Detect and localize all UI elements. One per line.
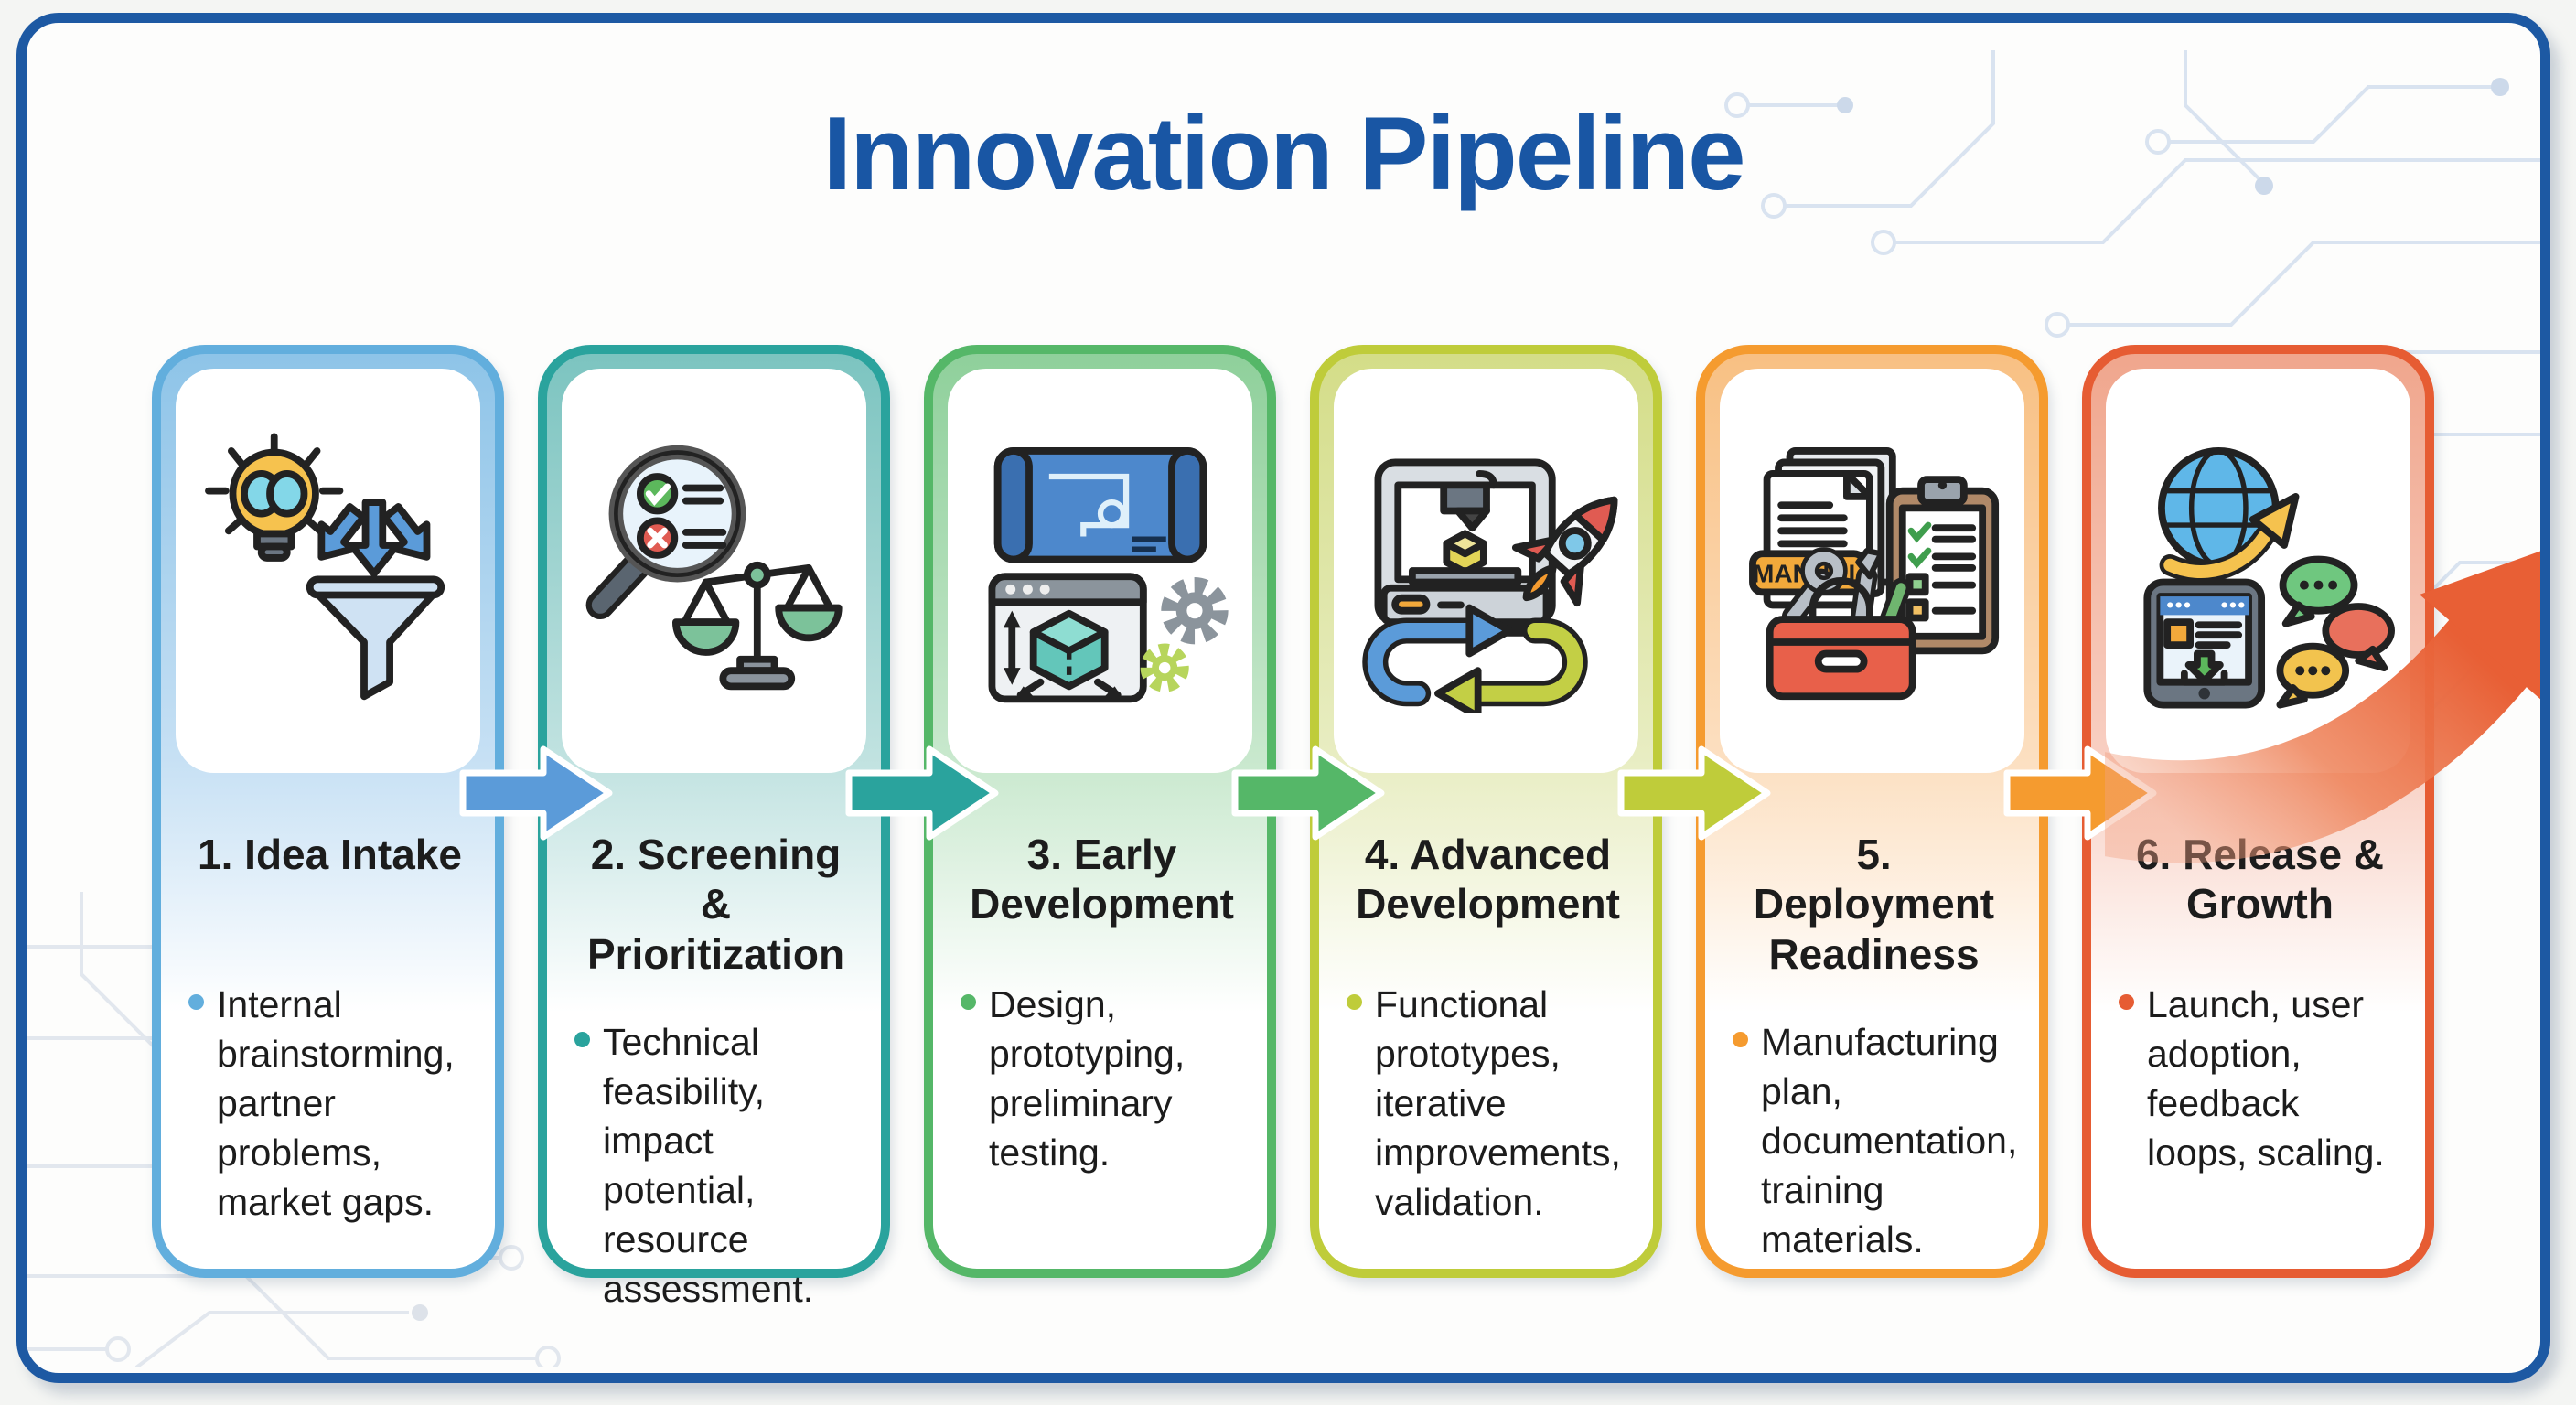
stage-description: Launch, user adoption, feedback loops, s…	[2147, 983, 2385, 1174]
stage-title: 4. Advanced Development	[1356, 831, 1620, 928]
cad-cube-window-icon	[988, 573, 1147, 703]
bullet-dot	[574, 1031, 590, 1047]
stage-2-icon-panel	[562, 369, 866, 773]
page-title: Innovation Pipeline	[822, 96, 1745, 212]
stage-1-icon-panel	[176, 369, 480, 773]
bullet-dot	[961, 994, 976, 1010]
stage-title: 2. Screening & Prioritization	[586, 831, 845, 978]
stage-card-4: 4. Advanced Development Functional proto…	[1310, 345, 1662, 1278]
stage-4-icon-panel	[1334, 369, 1638, 773]
stage-card-3: 3. Early Development Design, prototyping…	[924, 345, 1276, 1278]
checklist-clipboard-icon	[1885, 476, 1999, 655]
stage-description: Technical feasibility, impact potential,…	[603, 1020, 814, 1311]
tablet-download-icon	[2142, 578, 2265, 709]
stage-card-2: 2. Screening & Prioritization Technical …	[538, 345, 890, 1310]
toolbox-icon	[1766, 547, 1916, 701]
connector-arrow-1-2	[459, 745, 613, 841]
stage-description: Internal brainstorming, partner problems…	[217, 983, 455, 1224]
outer-frame: Innovation Pipeline	[16, 13, 2550, 1383]
gears-icon	[1140, 577, 1229, 692]
stage-title: 3. Early Development	[970, 831, 1234, 928]
stage-description: Functional prototypes, iterative improve…	[1375, 983, 1621, 1224]
iteration-loop-icon	[1361, 604, 1588, 713]
stage-description: Design, prototyping, preliminary testing…	[989, 983, 1186, 1174]
bullet-dot	[1347, 994, 1362, 1010]
globe-growth-icon	[2157, 447, 2299, 583]
blueprint-icon	[993, 447, 1207, 563]
brain-bulb-icon	[204, 433, 343, 562]
connector-arrow-2-3	[845, 745, 999, 841]
stage-5-icon-panel: MANUAL	[1720, 369, 2024, 773]
bullet-dot	[1733, 1031, 1748, 1047]
intake-arrows-icon	[317, 499, 430, 578]
bullet-dot	[2119, 994, 2134, 1010]
stage-3-icon-panel	[948, 369, 1252, 773]
magnifier-checklist-icon	[585, 445, 746, 620]
connector-arrow-4-5	[1617, 745, 1771, 841]
bullet-dot	[188, 994, 204, 1010]
growth-arrow	[2105, 551, 2540, 863]
balance-scale-icon	[671, 561, 843, 691]
funnel-icon	[306, 575, 445, 701]
stage-card-5: MANUAL	[1696, 345, 2048, 1278]
stage-description: Manufacturing plan, documentation, train…	[1761, 1020, 2018, 1261]
rocket-icon	[1511, 496, 1617, 607]
connector-arrow-3-4	[1231, 745, 1385, 841]
stage-card-1: 1. Idea Intake Internal brainstorming, p…	[152, 345, 504, 1278]
stage-title: 5. Deployment Readiness	[1753, 831, 1995, 978]
stage-title: 1. Idea Intake	[198, 831, 462, 878]
